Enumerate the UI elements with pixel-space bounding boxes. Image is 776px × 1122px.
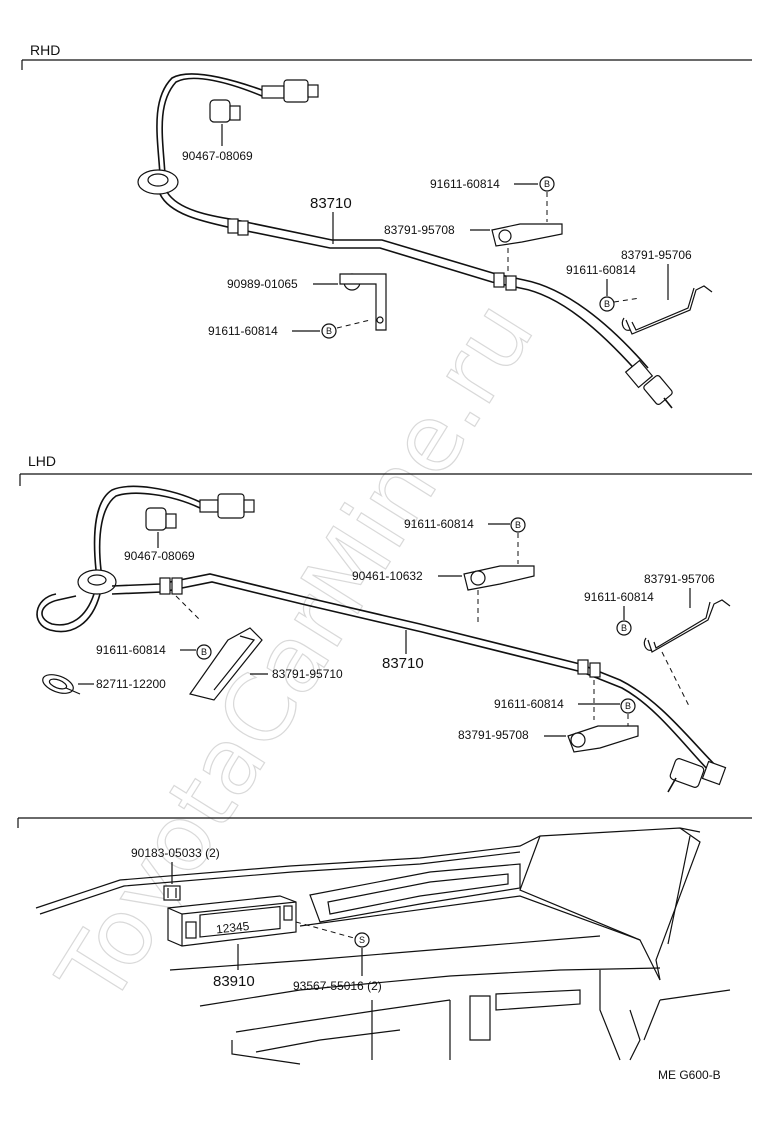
svg-text:B: B	[621, 623, 627, 633]
lhd-bolt-right-marker	[616, 620, 632, 636]
lhd-band	[42, 674, 81, 695]
rhd-clip-label: 90989-01065	[227, 277, 298, 291]
lhd-clip-top-label: 90461-10632	[352, 569, 423, 583]
rhd-bolt-right-marker	[599, 296, 615, 312]
trip-meter-unit: 12345	[167, 895, 297, 947]
rhd-bolt-right-label: 91611-60814	[566, 263, 636, 277]
svg-text:B: B	[326, 326, 332, 336]
meter-display: 12345	[215, 919, 250, 936]
rhd-bolt-top-marker-text: B	[544, 179, 550, 189]
svg-text:B: B	[625, 701, 631, 711]
lhd-bracket-left	[189, 627, 263, 701]
rhd-bracket-top	[491, 223, 563, 247]
rhd-cable-label: 83710	[310, 195, 352, 212]
dash-clip	[163, 885, 181, 901]
svg-text:B: B	[201, 647, 207, 657]
dash-screw-marker-text: S	[359, 935, 365, 945]
rhd-bracket-top-label: 83791-95708	[384, 223, 455, 237]
dashboard-outline	[35, 827, 731, 1065]
rhd-clamp-label: 90467-08069	[182, 149, 253, 163]
dash-screw-marker	[354, 932, 370, 948]
lhd-bolt-left-label: 91611-60814	[96, 643, 166, 657]
rhd-title: RHD	[30, 42, 60, 58]
lhd-clip-top	[463, 565, 535, 591]
rhd-clip-bracket	[339, 273, 387, 331]
rhd-bolt-left-label: 91611-60814	[208, 324, 278, 338]
lhd-bolt-top-marker	[510, 517, 526, 533]
rhd-bolt-top-marker	[539, 176, 555, 192]
rhd-clamp	[209, 99, 241, 123]
footer-code: ME G600-B	[658, 1068, 721, 1082]
lhd-cable-label: 83710	[382, 655, 424, 672]
lhd-bolt-right-label: 91611-60814	[584, 590, 654, 604]
lhd-bracket-lower	[567, 725, 639, 753]
rhd-speedometer-cable	[137, 73, 673, 409]
lhd-bracket-right-label: 83791-95706	[644, 572, 715, 586]
lhd-section: LHD	[19, 453, 752, 793]
lhd-bolt-lower-label: 91611-60814	[494, 697, 564, 711]
lhd-bracket-right	[643, 599, 731, 653]
lhd-bracket-left-label: 83791-95710	[272, 667, 343, 681]
rhd-section: RHD	[21, 42, 752, 409]
lhd-bracket-lower-label: 83791-95708	[458, 728, 529, 742]
lhd-band-label: 82711-12200	[96, 677, 166, 691]
lhd-clamp-label: 90467-08069	[124, 549, 195, 563]
rhd-bracket-right-label: 83791-95706	[621, 248, 692, 262]
lhd-clamp	[145, 507, 177, 531]
meter-label: 83910	[213, 973, 255, 990]
svg-text:B: B	[604, 299, 610, 309]
dashboard-section: 90183-05033 (2) 12345 83910 S 93567-5501…	[17, 817, 752, 1065]
lhd-bolt-lower-marker	[620, 698, 636, 714]
rhd-bolt-top-label: 91611-60814	[430, 177, 500, 191]
rhd-bracket-right	[621, 285, 713, 335]
lhd-bolt-left-marker	[196, 644, 212, 660]
dash-clip-label: 90183-05033 (2)	[131, 846, 220, 860]
svg-text:B: B	[515, 520, 521, 530]
lhd-speedometer-cable	[36, 485, 727, 793]
lhd-title: LHD	[28, 453, 56, 469]
rhd-bolt-left-marker	[321, 323, 337, 339]
dash-screw-label: 93567-55016 (2)	[293, 979, 382, 993]
lhd-bolt-top-label: 91611-60814	[404, 517, 474, 531]
